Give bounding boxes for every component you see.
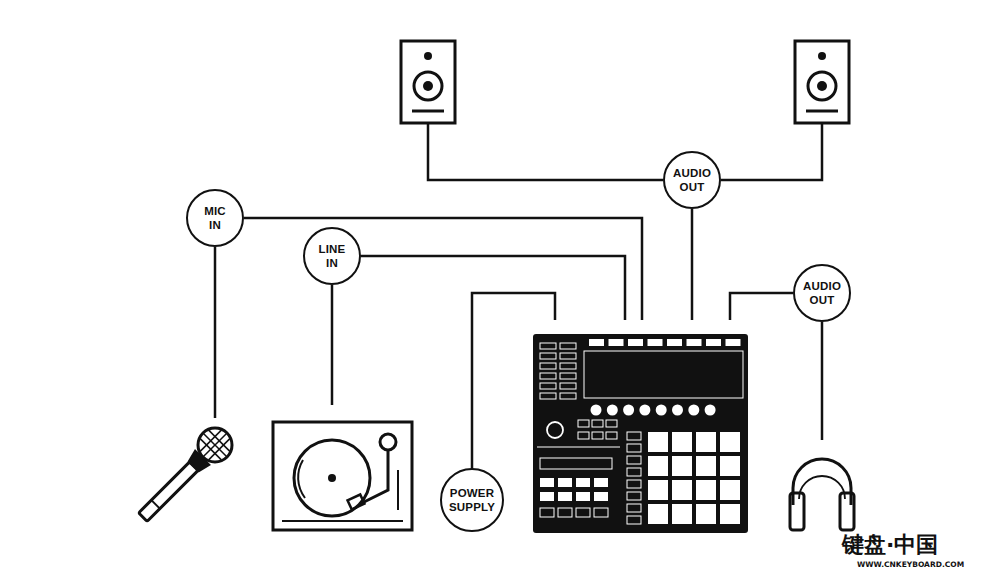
pad [672, 456, 692, 476]
side-button [540, 363, 556, 369]
pad [720, 504, 740, 524]
transport-button [540, 508, 554, 517]
transport-button [558, 492, 572, 501]
transport-button [558, 508, 572, 517]
transport-button [576, 508, 590, 517]
side-button [540, 383, 556, 389]
pad [720, 480, 740, 500]
small-button [592, 432, 603, 439]
knob [672, 405, 683, 416]
port-label: POWER SUPPLY [449, 486, 495, 514]
port-label: AUDIO OUT [673, 166, 711, 194]
pad [696, 504, 716, 524]
group-button [627, 480, 641, 488]
watermark: 键盘·中国 [842, 534, 938, 556]
side-button [540, 373, 556, 379]
top-button [706, 339, 721, 346]
pad [648, 504, 668, 524]
transport-button [558, 478, 572, 487]
port-circle: POWER SUPPLY [440, 468, 504, 532]
port-label: MIC IN [204, 204, 226, 232]
side-button [560, 383, 576, 389]
knob [591, 405, 602, 416]
small-button [578, 420, 589, 427]
panel-line [537, 447, 620, 448]
top-button [687, 339, 702, 346]
side-button [540, 353, 556, 359]
top-button [667, 339, 682, 346]
transport-button [594, 478, 608, 487]
top-button [609, 339, 624, 346]
pad [696, 480, 716, 500]
knob [705, 405, 716, 416]
group-button [627, 516, 641, 524]
side-button [540, 343, 556, 349]
pad [672, 504, 692, 524]
group-button [627, 492, 641, 500]
side-button [560, 363, 576, 369]
side-button [560, 373, 576, 379]
group-button [627, 504, 641, 512]
pad [696, 456, 716, 476]
small-button [592, 420, 603, 427]
knob [607, 405, 618, 416]
small-button [606, 420, 617, 427]
knob [688, 405, 699, 416]
port-circle: MIC IN [186, 189, 244, 247]
speaker-right [795, 41, 849, 123]
transport-button [594, 508, 608, 517]
pad [648, 480, 668, 500]
transport-button [576, 492, 590, 501]
top-button [628, 339, 643, 346]
transport-button [540, 478, 554, 487]
speaker-left [401, 41, 455, 123]
group-button [627, 468, 641, 476]
microphone [131, 421, 239, 529]
side-button [560, 353, 576, 359]
small-button [606, 432, 617, 439]
pad [648, 432, 668, 452]
port-circle: AUDIO OUT [793, 264, 851, 322]
top-button [726, 339, 741, 346]
group-button [627, 432, 641, 440]
group-button [627, 444, 641, 452]
knob [623, 405, 634, 416]
pad [696, 432, 716, 452]
knob [656, 405, 667, 416]
turntable [273, 422, 412, 530]
pad [672, 432, 692, 452]
pad [648, 456, 668, 476]
small-button [578, 432, 589, 439]
side-button [560, 343, 576, 349]
transport-button [540, 492, 554, 501]
pad [672, 480, 692, 500]
side-button [540, 393, 556, 399]
headphones [790, 459, 854, 530]
top-button [648, 339, 663, 346]
watermark: WWW.CNKEYBOARD.COM [857, 561, 964, 569]
pad [720, 432, 740, 452]
pad [720, 456, 740, 476]
port-circle: AUDIO OUT [663, 151, 721, 209]
port-label: LINE IN [319, 242, 346, 270]
port-circle: LINE IN [303, 227, 361, 285]
port-label: AUDIO OUT [803, 279, 841, 307]
knob [639, 405, 650, 416]
transport-button [576, 478, 590, 487]
side-button [560, 393, 576, 399]
top-button [589, 339, 604, 346]
group-button [627, 456, 641, 464]
maschine-controller [533, 334, 748, 533]
transport-button [594, 492, 608, 501]
